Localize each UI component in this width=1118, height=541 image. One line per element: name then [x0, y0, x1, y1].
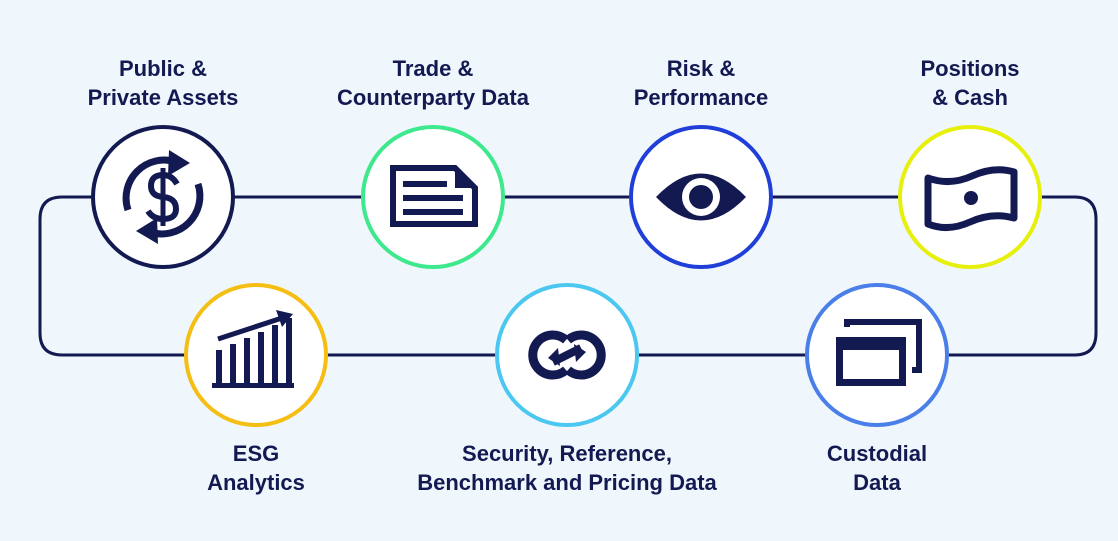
- label-custodial-data: Custodial Data: [697, 439, 1057, 497]
- label-line: & Cash: [932, 85, 1008, 110]
- document-icon: [390, 165, 478, 227]
- label-line: Custodial: [826, 441, 928, 466]
- node-security-reference-data: [495, 283, 639, 427]
- label-line: Counterparty Data: [337, 85, 529, 110]
- node-custodial-data: [805, 283, 949, 427]
- bar-chart-growth-icon: [212, 310, 294, 388]
- eye-icon: [656, 173, 746, 221]
- label-line: Private Assets: [87, 85, 239, 110]
- label-trade-counterparty-data: Trade & Counterparty Data: [253, 54, 613, 112]
- label-security-reference-data: Security, Reference, Benchmark and Prici…: [387, 439, 747, 497]
- link-icon: [528, 330, 606, 380]
- label-line: Public &: [118, 56, 207, 81]
- label-public-private-assets: Public & Private Assets: [0, 54, 343, 112]
- banknote-icon: [924, 166, 1018, 231]
- node-risk-performance: [629, 125, 773, 269]
- label-esg-analytics: ESG Analytics: [76, 439, 436, 497]
- node-esg-analytics: [184, 283, 328, 427]
- label-line: Risk &: [666, 56, 736, 81]
- node-trade-counterparty-data: [361, 125, 505, 269]
- label-line: Data: [853, 470, 901, 495]
- label-line: Trade &: [392, 56, 474, 81]
- dollar-exchange-icon: [122, 150, 204, 244]
- node-positions-cash: [898, 125, 1042, 269]
- label-line: Security, Reference,: [462, 441, 672, 466]
- label-line: Performance: [633, 85, 769, 110]
- stacked-windows-icon: [836, 319, 922, 386]
- node-public-private-assets: [91, 125, 235, 269]
- label-line: Benchmark and Pricing Data: [417, 470, 717, 495]
- label-line: ESG: [232, 441, 280, 466]
- label-line: Positions: [920, 56, 1020, 81]
- label-positions-cash: Positions & Cash: [790, 54, 1118, 112]
- label-line: Analytics: [207, 470, 305, 495]
- label-risk-performance: Risk & Performance: [521, 54, 881, 112]
- node-ring: [184, 283, 328, 427]
